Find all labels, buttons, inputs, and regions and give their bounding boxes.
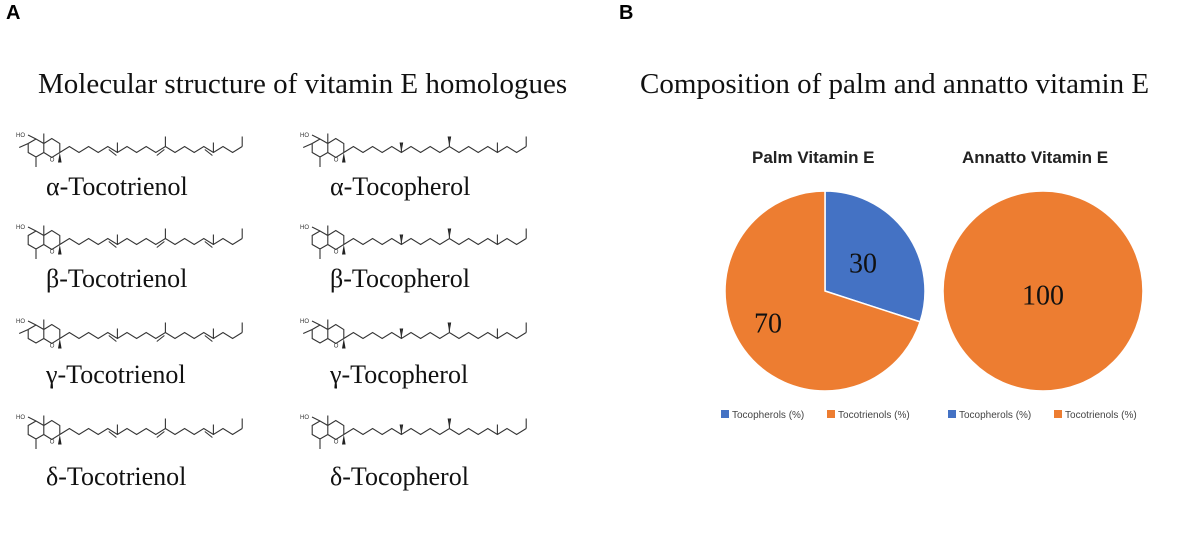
o-label: O — [50, 158, 55, 164]
molecule-name: α-Tocopherol — [330, 172, 471, 201]
molecule-name: γ-Tocotrienol — [46, 360, 186, 389]
molecule-structure: HO O — [16, 133, 243, 167]
molecule-structure: HO O — [16, 415, 243, 449]
pie-slice-tocotrienols — [724, 190, 922, 392]
panel-a-title: Molecular structure of vitamin E homolog… — [38, 68, 568, 100]
molecule-structure: HO O — [300, 319, 527, 350]
legend-palm: Tocopherols (%) Tocotrienols (%) — [721, 410, 930, 421]
o-label: O — [50, 344, 55, 350]
ho-label: HO — [300, 225, 309, 231]
ho-label: HO — [300, 415, 309, 421]
pie-title-palm: Palm Vitamin E — [752, 148, 875, 167]
molecule-name: β-Tocopherol — [330, 264, 470, 293]
ho-label: HO — [16, 225, 25, 231]
legend-item-tocopherols: Tocopherols (%) — [948, 410, 1031, 421]
pie-slice-tocotrienols — [942, 190, 1144, 392]
pie-data-label: 30 — [849, 248, 877, 279]
legend-swatch-blue — [721, 410, 729, 419]
legend-swatch-orange — [827, 410, 836, 419]
legend-swatch-blue — [948, 410, 956, 419]
pie-chart-annatto: 100 — [942, 190, 1144, 392]
molecule-structure: HO O — [16, 319, 243, 350]
legend-item-tocotrienols: Tocotrienols (%) — [827, 410, 910, 421]
molecule-structure: HO O — [16, 225, 243, 259]
pie-slice-tocopherols — [824, 190, 926, 323]
ho-label: HO — [16, 133, 25, 139]
ho-label: HO — [300, 133, 309, 139]
legend-label: Tocotrienols (%) — [838, 410, 910, 421]
panel-label-b: B — [619, 2, 634, 24]
pie-data-label: 70 — [754, 308, 782, 339]
molecule-structure: HO O — [300, 415, 527, 449]
molecule-structure: HO O — [300, 225, 527, 259]
o-label: O — [334, 440, 339, 446]
legend-annatto: Tocopherols (%) Tocotrienols (%) — [948, 410, 1157, 421]
ho-label: HO — [16, 319, 25, 325]
o-label: O — [50, 250, 55, 256]
molecule-name: α-Tocotrienol — [46, 172, 188, 201]
o-label: O — [50, 440, 55, 446]
molecule-name: δ-Tocotrienol — [46, 462, 187, 491]
o-label: O — [334, 250, 339, 256]
molecule-name: β-Tocotrienol — [46, 264, 188, 293]
o-label: O — [334, 158, 339, 164]
o-label: O — [334, 344, 339, 350]
ho-label: HO — [16, 415, 25, 421]
panel-label-a: A — [6, 2, 21, 24]
pie-data-label: 100 — [1022, 280, 1064, 311]
molecule-name: γ-Tocopherol — [330, 360, 469, 389]
pie-title-annatto: Annatto Vitamin E — [962, 148, 1109, 167]
legend-item-tocotrienols: Tocotrienols (%) — [1054, 410, 1137, 421]
legend-item-tocopherols: Tocopherols (%) — [721, 410, 804, 421]
molecule-name: δ-Tocopherol — [330, 462, 469, 491]
molecule-structure: HO O — [300, 133, 527, 167]
legend-swatch-orange — [1054, 410, 1063, 419]
legend-label: Tocopherols (%) — [732, 410, 805, 421]
ho-label: HO — [300, 319, 309, 325]
legend-label: Tocotrienols (%) — [1065, 410, 1137, 421]
panel-b-title: Composition of palm and annatto vitamin … — [640, 68, 1150, 100]
legend-label: Tocopherols (%) — [959, 410, 1032, 421]
pie-chart-palm: 30 70 — [724, 190, 926, 392]
